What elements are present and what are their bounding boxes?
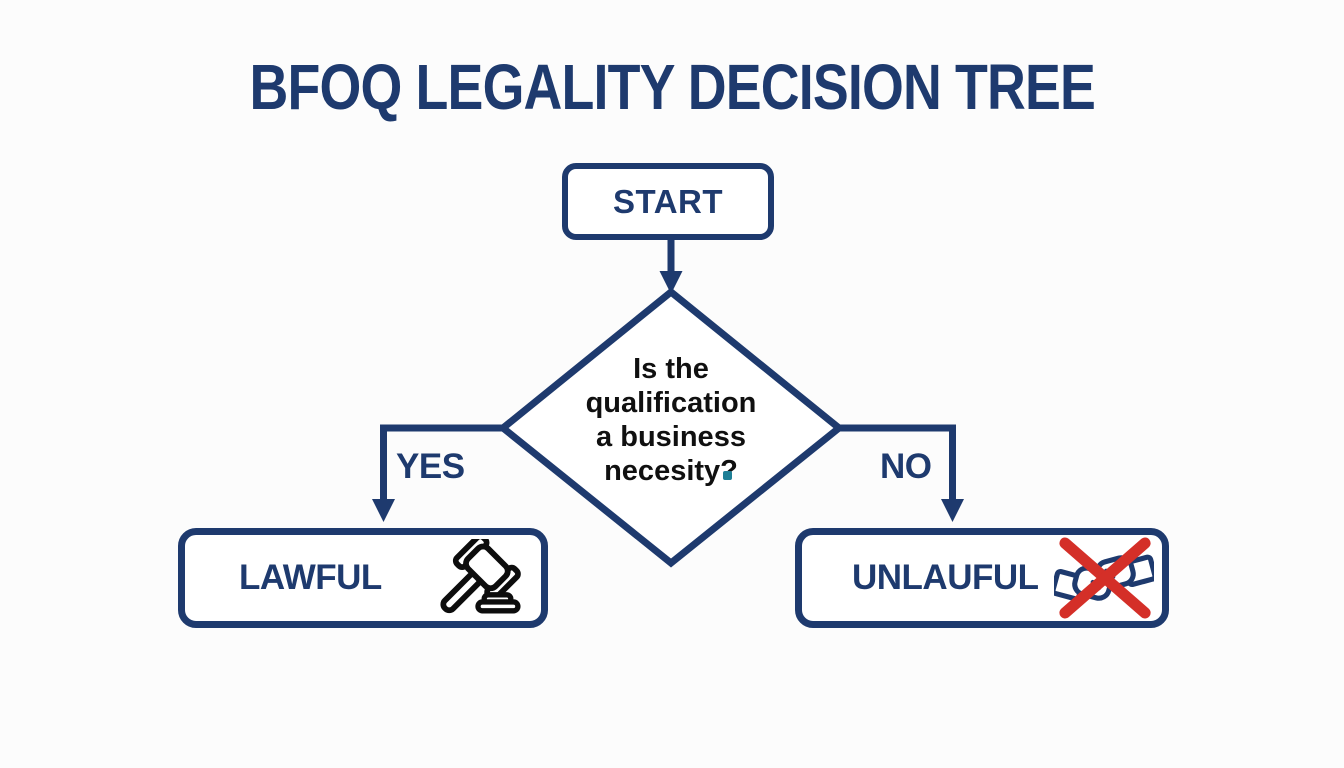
yes-connector (372, 424, 520, 522)
page-title-text: BFOQ LEGALITY DECISION TREE (249, 51, 1095, 123)
no-arrowhead (941, 499, 964, 522)
unlawful-node: UNLAUFUL (795, 528, 1169, 628)
start-arrow (659, 240, 683, 294)
decision-line: a business (596, 421, 746, 453)
decision-line: necesity? (604, 455, 738, 487)
decision-line: qualification (585, 387, 757, 419)
no-connector (822, 424, 964, 522)
branch-label-yes: YES (396, 447, 465, 486)
lawful-label: LAWFUL (239, 558, 382, 597)
page-title: BFOQ LEGALITY DECISION TREE (0, 50, 1344, 124)
diamond-shape (497, 287, 845, 568)
yes-arrowhead (372, 499, 395, 522)
lawful-node: LAWFUL (178, 528, 548, 628)
no-handshake-icon (1054, 537, 1154, 619)
gavel-icon (433, 539, 523, 617)
question-mark-dot (723, 471, 732, 480)
start-node: START (562, 163, 774, 240)
branch-label-no: NO (880, 447, 932, 486)
decision-question: Is the qualification a business necesity… (551, 352, 791, 488)
red-x-icon (1059, 537, 1151, 619)
decision-line: Is the (633, 353, 709, 385)
unlawful-label: UNLAUFUL (852, 558, 1039, 597)
start-label: START (612, 182, 724, 220)
